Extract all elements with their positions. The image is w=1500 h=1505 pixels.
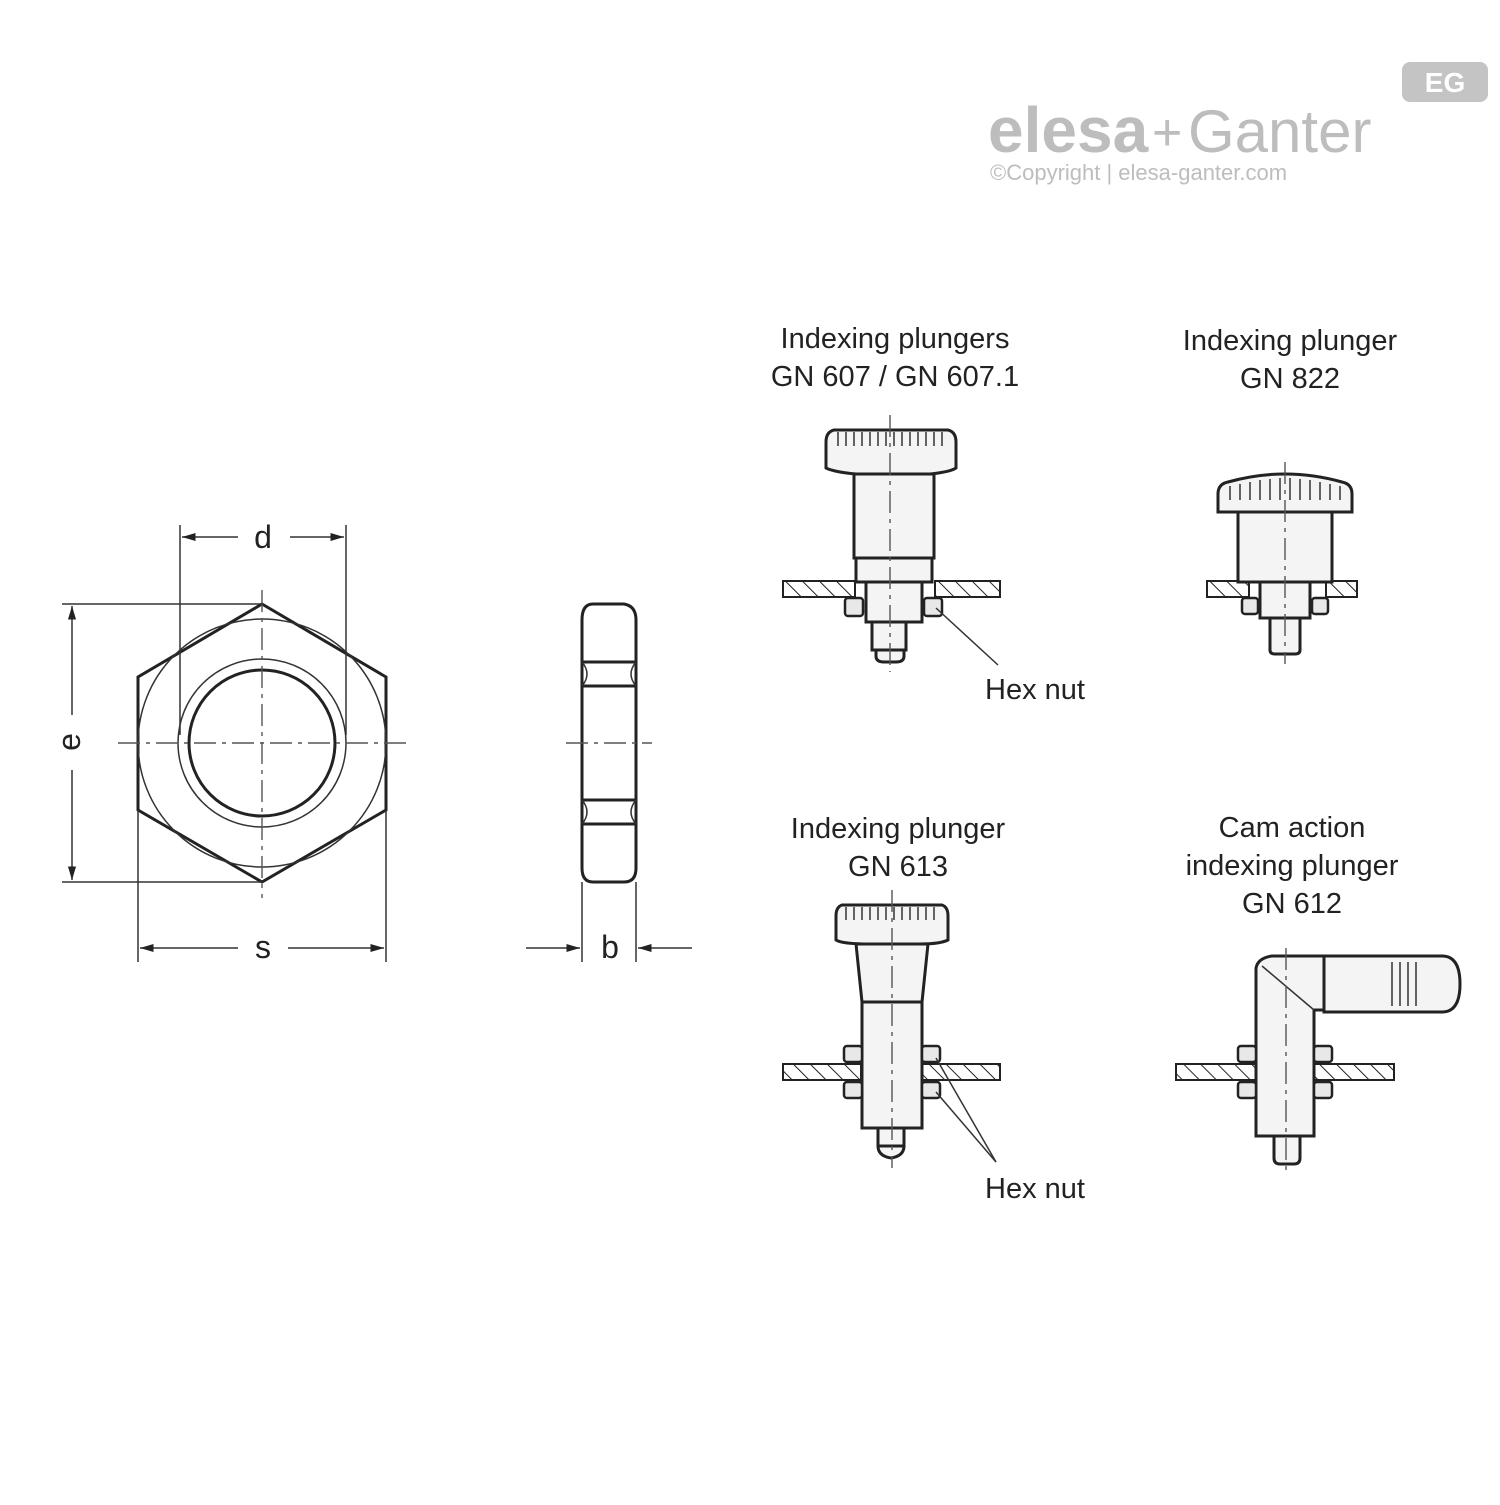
product-gn822: Indexing plunger GN 822: [1183, 325, 1398, 664]
product-gn613: Indexing plunger GN 613 Hex nut: [782, 813, 1085, 1205]
dim-label-b: b: [601, 929, 619, 965]
brand-logo: EG elesa + Ganter ©Copyright | elesa-gan…: [988, 62, 1488, 185]
dimension-d: d: [179, 519, 347, 735]
product-title-line1: Indexing plunger: [1183, 325, 1398, 357]
callout-hex-nut: Hex nut: [985, 1173, 1085, 1205]
product-title-line1: Cam action: [1219, 812, 1366, 844]
logo-elesa: elesa: [988, 94, 1149, 166]
logo-plus: +: [1152, 104, 1182, 162]
copyright-text: ©Copyright | elesa-ganter.com: [990, 160, 1287, 185]
product-gn612: Cam action indexing plunger GN 612: [1175, 812, 1462, 1172]
hex-nut-side-view: [566, 602, 652, 884]
product-title-line2: indexing plunger: [1186, 850, 1399, 882]
dim-label-d: d: [254, 519, 272, 555]
eg-badge-text: EG: [1425, 67, 1465, 98]
hex-nut-front-view: [118, 590, 406, 898]
product-title-line1: Indexing plunger: [791, 813, 1006, 845]
callout-hex-nut: Hex nut: [985, 674, 1085, 706]
dim-label-s: s: [255, 929, 271, 965]
logo-ganter: Ganter: [1188, 98, 1371, 165]
eg-badge: [1402, 62, 1488, 102]
product-title-line2: GN 613: [848, 851, 948, 883]
product-title-line1: Indexing plungers: [781, 323, 1010, 355]
knurl: [845, 907, 935, 920]
product-gn607: Indexing plungers GN 607 / GN 607.1 Hex …: [771, 323, 1085, 706]
dimension-e: e: [51, 603, 262, 883]
dimension-b: b: [526, 882, 692, 965]
knurl: [837, 432, 943, 446]
dimension-s: s: [137, 810, 387, 965]
knurl: [1229, 478, 1341, 500]
product-title-line2: GN 607 / GN 607.1: [771, 361, 1019, 393]
dim-label-e: e: [51, 733, 87, 751]
product-title-line3: GN 612: [1242, 888, 1342, 920]
product-title-line2: GN 822: [1240, 363, 1340, 395]
